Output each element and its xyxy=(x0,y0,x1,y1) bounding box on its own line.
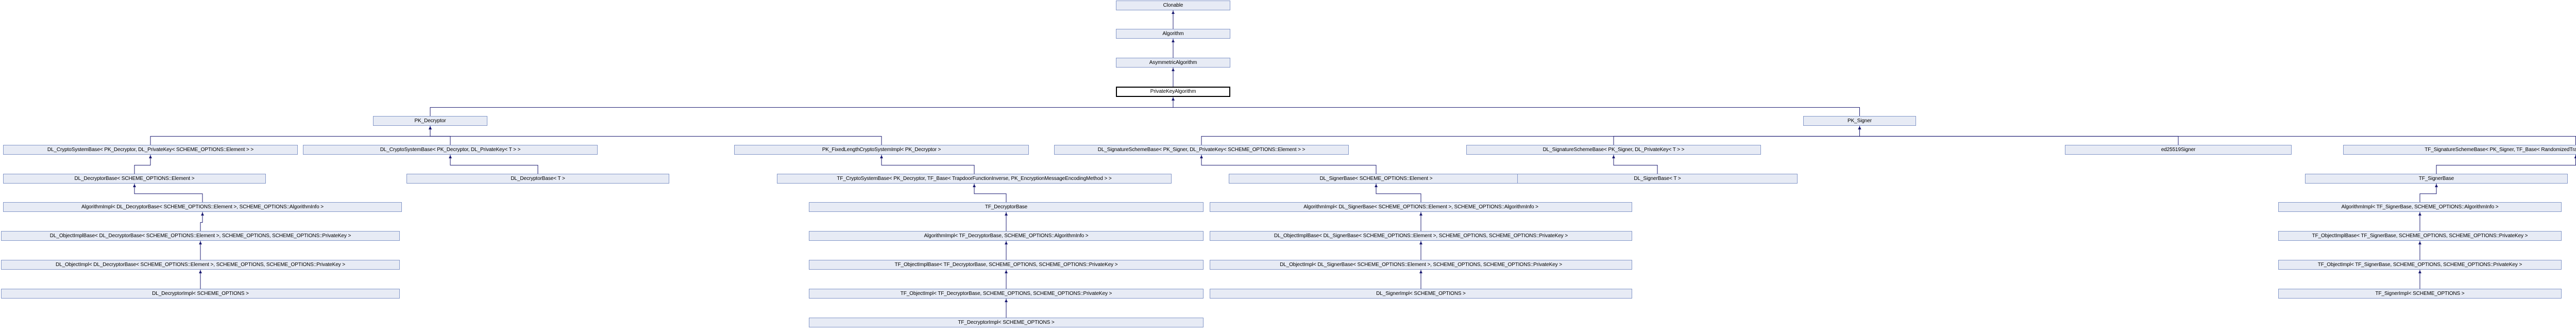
class-node[interactable]: DL_SignatureSchemeBase< PK_Signer, DL_Pr… xyxy=(1054,145,1349,155)
class-node[interactable]: AlgorithmImpl< TF_SignerBase, SCHEME_OPT… xyxy=(2278,202,2562,212)
inheritance-arrowhead xyxy=(2418,241,2421,244)
class-node[interactable]: TF_ObjectImplBase< TF_SignerBase, SCHEME… xyxy=(2278,231,2562,241)
class-node[interactable]: TF_SignatureSchemeBase< PK_Signer, TF_Ba… xyxy=(2343,145,2576,155)
class-node[interactable]: PK_Signer xyxy=(1803,116,1916,126)
inheritance-edge xyxy=(2419,184,2437,202)
class-node[interactable]: TF_SignerImpl< SCHEME_OPTIONS > xyxy=(2278,289,2562,299)
inheritance-arrowhead xyxy=(1200,155,1203,158)
inheritance-arrowhead xyxy=(1172,68,1175,71)
class-node[interactable]: AlgorithmImpl< DL_DecryptorBase< SCHEME_… xyxy=(3,202,402,212)
inheritance-arrowhead xyxy=(429,126,432,129)
inheritance-edge xyxy=(974,184,1007,202)
class-node[interactable]: DL_CryptoSystemBase< PK_Decryptor, DL_Pr… xyxy=(303,145,598,155)
inheritance-arrowhead xyxy=(449,155,452,158)
inheritance-edge xyxy=(1201,126,1860,145)
inheritance-arrowhead xyxy=(1419,270,1422,273)
inheritance-arrowhead xyxy=(133,184,136,187)
inheritance-arrowhead xyxy=(1005,299,1008,302)
inheritance-arrowhead xyxy=(201,212,204,216)
class-node[interactable]: AlgorithmImpl< TF_DecryptorBase, SCHEME_… xyxy=(809,231,1204,241)
inheritance-arrowhead xyxy=(429,126,432,129)
inheritance-edge xyxy=(450,155,538,174)
class-node[interactable]: DL_DecryptorImpl< SCHEME_OPTIONS > xyxy=(1,289,400,299)
inheritance-arrowhead xyxy=(1172,39,1175,42)
class-node[interactable]: DL_DecryptorBase< T > xyxy=(406,174,669,184)
inheritance-edge xyxy=(430,126,451,145)
class-node[interactable]: TF_CryptoSystemBase< PK_Decryptor, TF_Ba… xyxy=(777,174,1172,184)
inheritance-arrowhead xyxy=(1172,11,1175,14)
class-node[interactable]: ed25519Signer xyxy=(2065,145,2292,155)
inheritance-edge xyxy=(881,155,975,174)
inheritance-arrowhead xyxy=(1858,126,1861,129)
inheritance-arrowhead xyxy=(1375,184,1378,187)
inheritance-arrowhead xyxy=(880,155,883,158)
class-node[interactable]: DL_ObjectImpl< DL_SignerBase< SCHEME_OPT… xyxy=(1210,260,1632,270)
class-node[interactable]: TF_DecryptorBase xyxy=(809,202,1204,212)
inheritance-edge xyxy=(150,126,431,145)
class-node[interactable]: DL_SignerImpl< SCHEME_OPTIONS > xyxy=(1210,289,1632,299)
class-node[interactable]: DL_SignerBase< SCHEME_OPTIONS::Element > xyxy=(1229,174,1523,184)
inheritance-arrowhead xyxy=(2418,212,2421,216)
inheritance-arrowhead xyxy=(1858,126,1861,129)
class-node[interactable]: DL_ObjectImplBase< DL_SignerBase< SCHEME… xyxy=(1210,231,1632,241)
inheritance-arrowhead xyxy=(429,126,432,129)
inheritance-arrowhead xyxy=(1005,241,1008,244)
class-node[interactable]: TF_SignerBase xyxy=(2305,174,2568,184)
inheritance-arrowhead xyxy=(2574,155,2576,158)
class-node[interactable]: DL_DecryptorBase< SCHEME_OPTIONS::Elemen… xyxy=(3,174,266,184)
class-node[interactable]: Clonable xyxy=(1116,1,1230,10)
class-node-current[interactable]: PrivateKeyAlgorithm xyxy=(1116,87,1230,97)
inheritance-edge xyxy=(430,126,882,145)
class-node[interactable]: TF_ObjectImpl< TF_DecryptorBase, SCHEME_… xyxy=(809,289,1204,299)
inheritance-arrowhead xyxy=(1172,97,1175,101)
inheritance-arrowhead xyxy=(1005,212,1008,216)
inheritance-edge xyxy=(134,184,203,202)
inheritance-arrowhead xyxy=(1858,126,1861,129)
inheritance-arrowhead xyxy=(1858,126,1861,129)
inheritance-arrowhead xyxy=(2435,184,2438,187)
class-node[interactable]: Algorithm xyxy=(1116,29,1230,39)
inheritance-edge xyxy=(200,212,203,231)
inheritance-edge xyxy=(1376,184,1421,202)
class-node[interactable]: PK_Decryptor xyxy=(373,116,487,126)
class-node[interactable]: TF_DecryptorImpl< SCHEME_OPTIONS > xyxy=(809,318,1204,327)
class-node[interactable]: DL_ObjectImpl< DL_DecryptorBase< SCHEME_… xyxy=(1,260,400,270)
inheritance-arrowhead xyxy=(2418,270,2421,273)
class-node[interactable]: TF_ObjectImpl< TF_SignerBase, SCHEME_OPT… xyxy=(2278,260,2562,270)
class-node[interactable]: AlgorithmImpl< DL_SignerBase< SCHEME_OPT… xyxy=(1210,202,1632,212)
inheritance-arrowhead xyxy=(199,270,202,273)
inheritance-arrowhead xyxy=(1419,241,1422,244)
inheritance-edge xyxy=(2436,155,2576,174)
inheritance-edge xyxy=(1859,126,2179,145)
inheritance-arrowhead xyxy=(1172,97,1175,101)
inheritance-edge xyxy=(430,97,1174,116)
inheritance-arrowhead xyxy=(973,184,976,187)
inheritance-edge xyxy=(1201,155,1377,174)
class-node[interactable]: AsymmetricAlgorithm xyxy=(1116,58,1230,68)
class-node[interactable]: DL_ObjectImplBase< DL_DecryptorBase< SCH… xyxy=(1,231,400,241)
class-node[interactable]: DL_CryptoSystemBase< PK_Decryptor, DL_Pr… xyxy=(3,145,298,155)
class-node[interactable]: DL_SignatureSchemeBase< PK_Signer, DL_Pr… xyxy=(1466,145,1761,155)
inheritance-arrowhead xyxy=(1005,270,1008,273)
inheritance-arrowhead xyxy=(1612,155,1615,158)
class-node[interactable]: PK_FixedLengthCryptoSystemImpl< PK_Decry… xyxy=(734,145,1029,155)
inheritance-edge xyxy=(134,155,151,174)
class-node[interactable]: TF_ObjectImplBase< TF_DecryptorBase, SCH… xyxy=(809,260,1204,270)
inheritance-edge xyxy=(1613,126,1860,145)
inheritance-edge xyxy=(1859,126,2576,145)
class-node[interactable]: DL_SignerBase< T > xyxy=(1517,174,1798,184)
inheritance-arrowhead xyxy=(149,155,152,158)
edge-group xyxy=(133,10,2576,318)
inheritance-edge xyxy=(1613,155,1658,174)
inheritance-arrowhead xyxy=(199,241,202,244)
inheritance-edge xyxy=(1173,97,1860,116)
inheritance-arrowhead xyxy=(1419,212,1422,216)
